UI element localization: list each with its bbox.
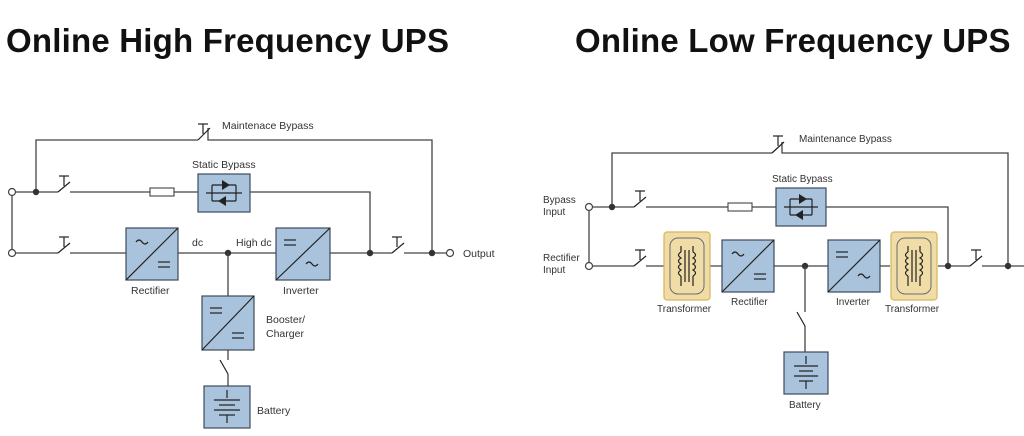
label-maintenance-bypass: Maintenance Bypass — [799, 134, 892, 145]
high-frequency-diagram: Maintenace Bypass Static Bypass — [7, 120, 495, 429]
fuse-icon — [149, 187, 175, 197]
maintenance-bypass-switch — [771, 135, 785, 154]
label-output: Output — [463, 248, 495, 260]
battery-icon — [783, 351, 829, 395]
static-bypass-switch — [633, 190, 647, 208]
title-low-frequency: Online Low Frequency UPS — [575, 22, 1011, 59]
label-charger: Charger — [266, 328, 304, 340]
label-inverter: Inverter — [836, 297, 871, 308]
label-rectifier-in: Rectifier — [543, 253, 580, 264]
inverter-block — [827, 239, 881, 293]
output-switch — [391, 236, 405, 254]
output-switch — [969, 249, 983, 267]
bypass-input-terminal — [584, 202, 594, 212]
label-battery: Battery — [257, 405, 291, 417]
output-transformer-icon — [890, 231, 938, 301]
static-bypass-thyristor-icon — [775, 187, 827, 227]
label-maintenance-bypass: Maintenace Bypass — [222, 120, 314, 132]
rectifier-block — [721, 239, 775, 293]
input-switch — [633, 249, 647, 267]
label-dc: dc — [192, 237, 203, 249]
rectifier-block — [125, 227, 179, 281]
battery-icon — [203, 385, 251, 429]
low-frequency-diagram: Maintenance Bypass Bypass Input Rectifie… — [543, 134, 1024, 411]
label-static-bypass: Static Bypass — [772, 174, 833, 185]
label-bypass: Bypass — [543, 195, 576, 206]
label-inverter: Inverter — [283, 285, 319, 297]
label-transformer-out: Transformer — [885, 304, 940, 315]
input-transformer-icon — [663, 231, 711, 301]
booster-charger-block — [201, 295, 255, 351]
battery-switch — [219, 359, 229, 375]
label-booster: Booster/ — [266, 314, 305, 326]
inverter-block — [275, 227, 331, 281]
label-transformer-in: Transformer — [657, 304, 712, 315]
title-high-frequency: Online High Frequency UPS — [6, 22, 450, 59]
input-terminal-bottom — [7, 248, 17, 258]
fuse-icon — [727, 202, 753, 212]
rectifier-input-terminal — [584, 261, 594, 271]
output-terminal — [445, 248, 455, 258]
label-rectifier-input: Input — [543, 265, 565, 276]
label-rectifier: Rectifier — [731, 297, 768, 308]
battery-switch — [796, 311, 806, 327]
label-rectifier: Rectifier — [131, 285, 170, 297]
input-switch — [57, 236, 71, 254]
maintenance-bypass-switch — [197, 123, 211, 141]
label-bypass-input: Input — [543, 207, 565, 218]
static-bypass-switch — [57, 175, 71, 193]
label-battery: Battery — [789, 400, 821, 411]
label-high-dc: High dc — [236, 237, 272, 249]
input-terminal-top — [7, 187, 17, 197]
label-static-bypass: Static Bypass — [192, 159, 256, 171]
static-bypass-thyristor-icon — [197, 173, 251, 213]
